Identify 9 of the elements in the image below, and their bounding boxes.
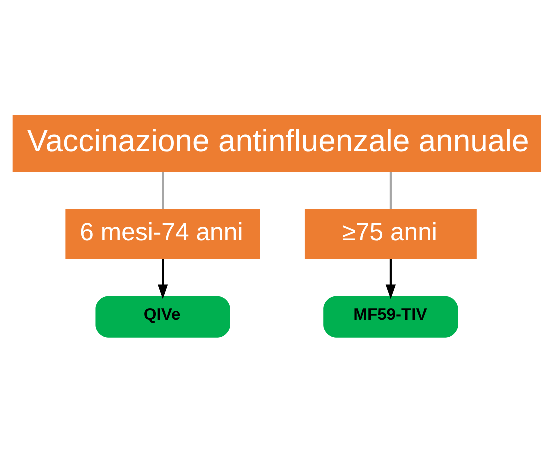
node-box: QIVe <box>96 296 230 338</box>
connector <box>390 172 392 210</box>
arrow <box>386 259 396 300</box>
node-box: MF59-TIV <box>324 296 458 338</box>
node-box: 6 mesi-74 anni <box>66 209 260 260</box>
node-box: ≥75 anni <box>304 209 477 260</box>
arrow <box>158 259 168 300</box>
node-box: Vaccinazione antinfluenzale annuale <box>12 115 542 172</box>
connector <box>162 172 164 210</box>
